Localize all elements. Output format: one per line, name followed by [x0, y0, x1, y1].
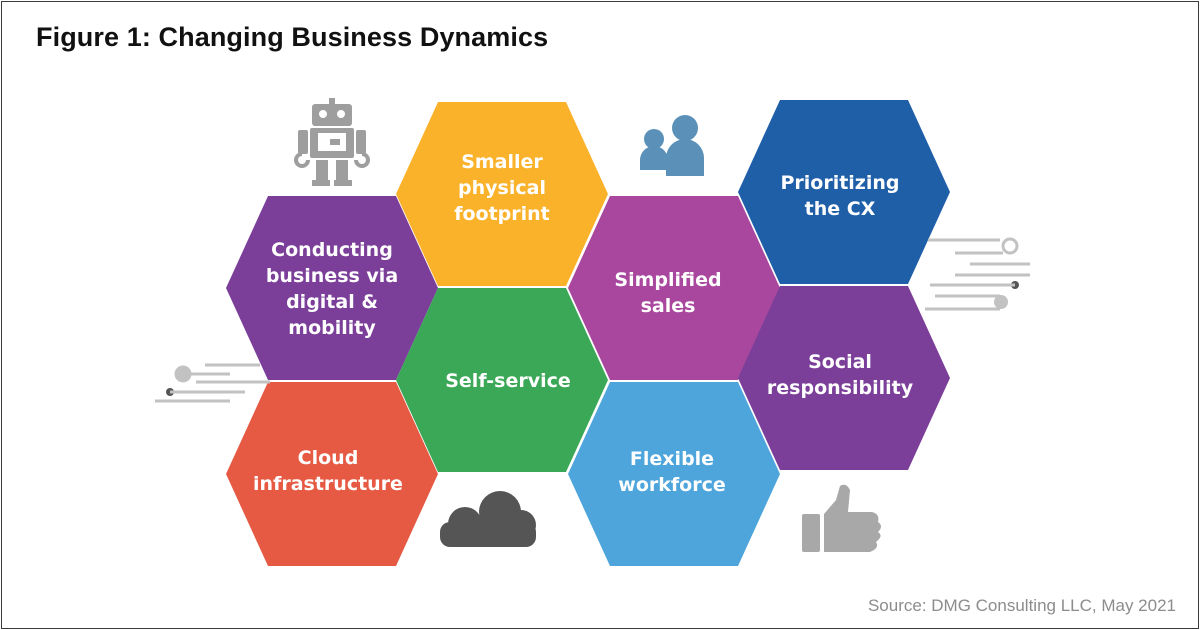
source-note: Source: DMG Consulting LLC, May 2021	[867, 596, 1176, 615]
hex-flexible-workforce: Flexible workforce	[568, 382, 780, 566]
hex-label: Prioritizing the CX	[780, 172, 899, 220]
hex-label-line: responsibility	[767, 377, 914, 399]
figure-title: Figure 1: Changing Business Dynamics	[36, 22, 549, 52]
hex-shape	[568, 382, 780, 566]
hex-label-line: Simplified	[614, 269, 721, 291]
hex-social-responsibility: Social responsibility	[738, 286, 950, 470]
hex-label-line: infrastructure	[253, 473, 403, 495]
hex-label-line: sales	[641, 295, 696, 317]
hex-label-line: footprint	[454, 203, 550, 225]
hex-conducting-business: Conducting business via digital & mobility	[226, 196, 438, 380]
hex-smaller-footprint: Smaller physical footprint	[396, 102, 608, 286]
hex-label-line: Prioritizing	[780, 172, 899, 194]
hex-label-line: physical	[458, 177, 546, 199]
motion-lines-icon	[155, 363, 270, 403]
hex-label: Social responsibility	[767, 351, 914, 399]
hex-shape	[226, 382, 438, 566]
hex-label-line: mobility	[288, 317, 376, 339]
hex-simplified-sales: Simplified sales	[568, 196, 780, 380]
robot-icon	[294, 98, 370, 186]
cloud-icon	[440, 491, 536, 547]
people-icon	[640, 115, 704, 176]
hex-shape	[738, 100, 950, 284]
hex-label: Flexible workforce	[618, 448, 725, 496]
hex-shape	[226, 196, 438, 380]
hex-label: Self-service	[445, 370, 571, 392]
hex-label-line: workforce	[618, 474, 725, 496]
hex-label-line: Social	[808, 351, 872, 373]
motion-lines-icon	[925, 237, 1030, 311]
hex-label: Smaller physical footprint	[454, 151, 550, 225]
hex-label-line: digital &	[286, 291, 378, 313]
hex-label-line: Cloud	[298, 447, 359, 469]
hex-label-line: Smaller	[461, 151, 543, 173]
hex-shape	[738, 286, 950, 470]
thumbs-up-icon	[802, 484, 881, 552]
hex-label-line: Flexible	[630, 448, 714, 470]
hex-prioritizing-cx: Prioritizing the CX	[738, 100, 950, 284]
hex-label: Conducting business via digital & mobility	[266, 239, 398, 339]
hex-label-line: business via	[266, 265, 398, 287]
hex-shape	[396, 102, 608, 286]
hex-label-line: the CX	[805, 198, 876, 220]
hex-label-line: Conducting	[271, 239, 393, 261]
hex-self-service: Self-service	[396, 288, 608, 472]
hex-label: Simplified sales	[614, 269, 721, 317]
hex-label: Cloud infrastructure	[253, 447, 403, 495]
hex-shape	[396, 288, 608, 472]
hex-label-line: Self-service	[445, 370, 571, 392]
hex-cloud-infrastructure: Cloud infrastructure	[226, 382, 438, 566]
hex-shape	[568, 196, 780, 380]
